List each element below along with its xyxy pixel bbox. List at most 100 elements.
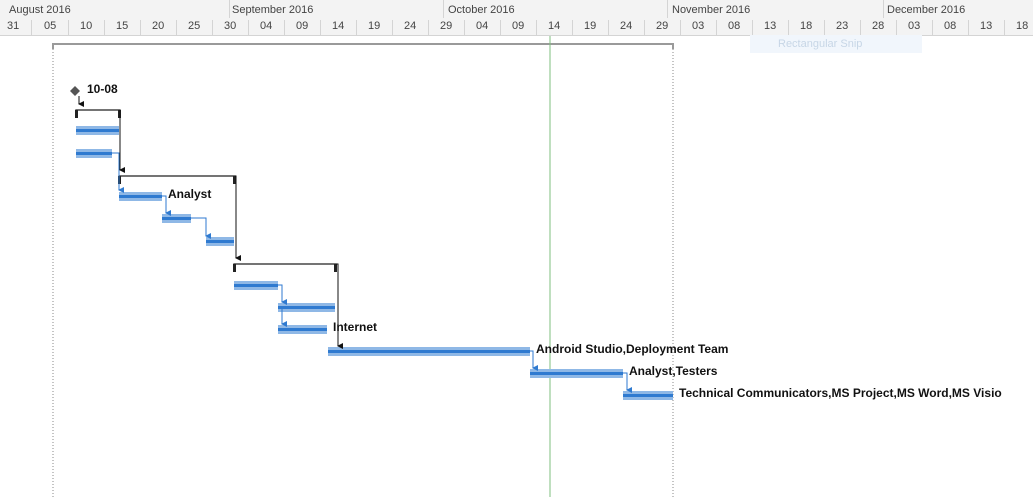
day-divider xyxy=(284,20,285,35)
day-label: 05 xyxy=(44,20,57,32)
day-divider xyxy=(752,20,753,35)
summary-end-cap xyxy=(233,176,236,184)
task-progress-line xyxy=(623,394,673,397)
month-label: September 2016 xyxy=(232,4,314,16)
day-label: 28 xyxy=(872,20,885,32)
dependency-link xyxy=(162,195,171,216)
day-divider xyxy=(644,20,645,35)
month-label: November 2016 xyxy=(672,4,751,16)
summary-bar[interactable] xyxy=(75,109,121,118)
task-progress-line xyxy=(278,328,327,331)
day-divider xyxy=(716,20,717,35)
resource-name-label: Technical Communicators,MS Project,MS Wo… xyxy=(679,386,1002,400)
day-divider xyxy=(212,20,213,35)
day-divider xyxy=(248,20,249,35)
milestone-date-label: 10-08 xyxy=(87,82,118,96)
day-label: 29 xyxy=(656,20,669,32)
day-divider xyxy=(680,20,681,35)
day-label: 24 xyxy=(620,20,633,32)
day-divider xyxy=(356,20,357,35)
day-label: 19 xyxy=(368,20,381,32)
resource-name-label: Android Studio,Deployment Team xyxy=(536,342,729,356)
milestone-diamond[interactable] xyxy=(70,86,80,96)
month-divider xyxy=(883,0,884,18)
day-divider xyxy=(968,20,969,35)
dependency-link xyxy=(112,152,124,193)
day-divider xyxy=(608,20,609,35)
day-label: 23 xyxy=(836,20,849,32)
day-label: 13 xyxy=(764,20,777,32)
day-divider xyxy=(1004,20,1005,35)
task-progress-line xyxy=(162,217,191,220)
day-label: 20 xyxy=(152,20,165,32)
dependency-link xyxy=(530,350,538,371)
task-progress-line xyxy=(328,350,530,353)
day-divider xyxy=(68,20,69,35)
month-label: August 2016 xyxy=(9,4,71,16)
day-label: 14 xyxy=(548,20,561,32)
month-divider xyxy=(229,0,230,18)
timescale-header: August 2016 September 2016 October 2016 Nov… xyxy=(0,0,1033,36)
day-divider xyxy=(860,20,861,35)
summary-start-cap xyxy=(75,110,78,118)
day-label: 03 xyxy=(692,20,705,32)
day-label: 03 xyxy=(908,20,921,32)
day-label: 04 xyxy=(260,20,273,32)
day-divider xyxy=(788,20,789,35)
summary-bar[interactable] xyxy=(118,175,236,184)
dependency-link xyxy=(191,217,211,239)
day-divider xyxy=(140,20,141,35)
day-label: 13 xyxy=(980,20,993,32)
dependency-link xyxy=(623,372,632,393)
project-summary-bar xyxy=(52,43,674,49)
day-divider xyxy=(896,20,897,35)
day-label: 08 xyxy=(944,20,957,32)
day-label: 14 xyxy=(332,20,345,32)
day-divider xyxy=(572,20,573,35)
task-progress-line xyxy=(119,195,162,198)
day-divider xyxy=(932,20,933,35)
month-divider xyxy=(667,0,668,18)
task-progress-line xyxy=(76,129,119,132)
resource-name-label: Analyst,Testers xyxy=(629,364,718,378)
day-label: 09 xyxy=(512,20,525,32)
summary-start-cap xyxy=(233,264,236,272)
day-label: 18 xyxy=(1016,20,1029,32)
day-label: 08 xyxy=(728,20,741,32)
task-progress-line xyxy=(278,306,335,309)
day-divider xyxy=(500,20,501,35)
day-label: 04 xyxy=(476,20,489,32)
day-divider xyxy=(176,20,177,35)
day-label: 18 xyxy=(800,20,813,32)
resource-name-label: Internet xyxy=(333,320,378,334)
day-divider xyxy=(824,20,825,35)
month-label: December 2016 xyxy=(887,4,966,16)
dependency-link xyxy=(235,175,241,261)
day-label: 19 xyxy=(584,20,597,32)
day-label: 09 xyxy=(296,20,309,32)
day-divider xyxy=(464,20,465,35)
resource-name-label: Analyst xyxy=(168,187,212,201)
day-divider xyxy=(428,20,429,35)
day-label: 15 xyxy=(116,20,129,32)
task-progress-line xyxy=(206,240,234,243)
day-divider xyxy=(31,20,32,35)
day-divider xyxy=(536,20,537,35)
day-label: 10 xyxy=(80,20,93,32)
month-divider xyxy=(443,0,444,18)
day-label: 25 xyxy=(188,20,201,32)
day-divider xyxy=(392,20,393,35)
day-label: 29 xyxy=(440,20,453,32)
summary-bar[interactable] xyxy=(233,263,337,272)
task-progress-line xyxy=(530,372,623,375)
day-label: 24 xyxy=(404,20,417,32)
day-label: 30 xyxy=(224,20,237,32)
dependency-link xyxy=(278,284,287,305)
day-divider xyxy=(104,20,105,35)
rectangular-snip-ghost: Rectangular Snip xyxy=(750,35,922,53)
day-label: 31 xyxy=(7,20,20,32)
month-label: October 2016 xyxy=(448,4,515,16)
task-progress-line xyxy=(234,284,278,287)
day-divider xyxy=(320,20,321,35)
